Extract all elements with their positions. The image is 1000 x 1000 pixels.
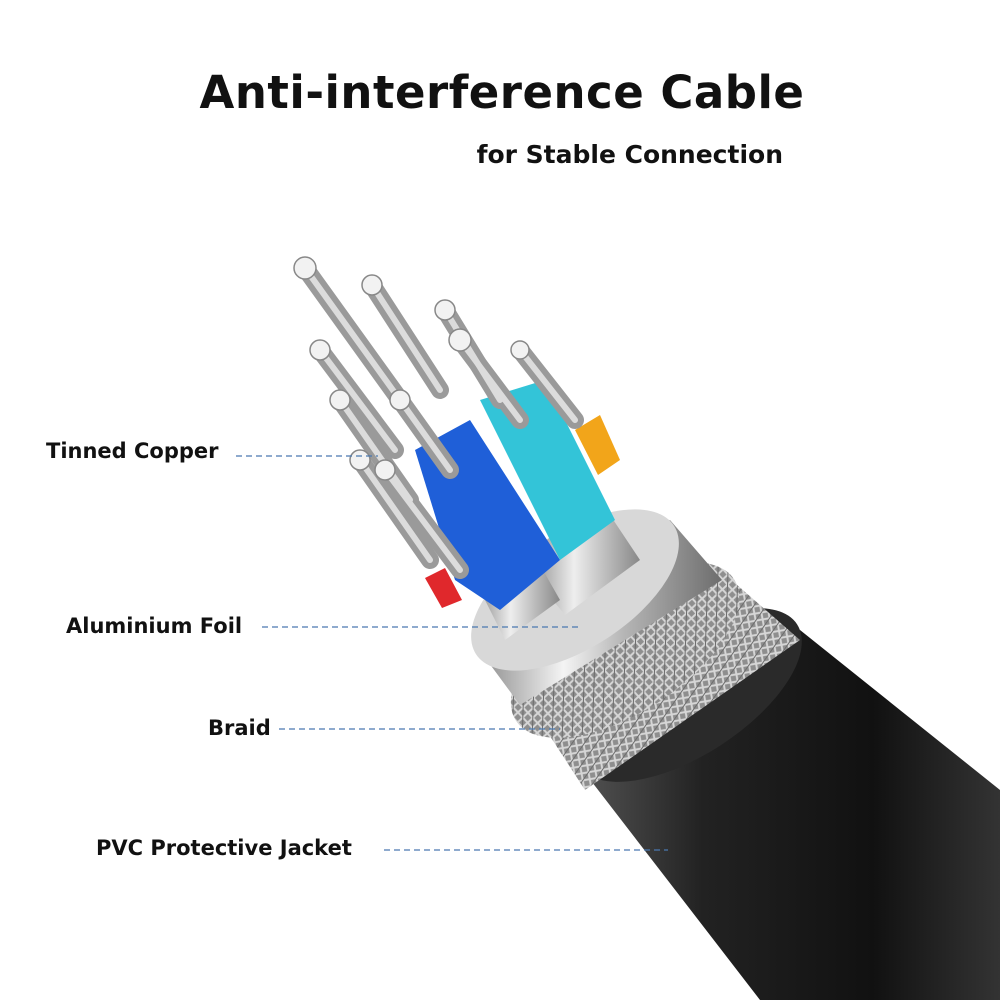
label-braid: Braid — [208, 716, 271, 740]
page-subtitle: for Stable Connection — [476, 140, 783, 169]
label-tinned-copper: Tinned Copper — [46, 439, 219, 463]
page-title: Anti-interference Cable — [199, 66, 805, 119]
conductors — [293, 256, 640, 640]
label-aluminium-foil: Aluminium Foil — [66, 614, 243, 638]
leader-lines — [236, 455, 668, 851]
braid-layer — [510, 562, 800, 790]
label-pvc-jacket: PVC Protective Jacket — [96, 836, 352, 860]
